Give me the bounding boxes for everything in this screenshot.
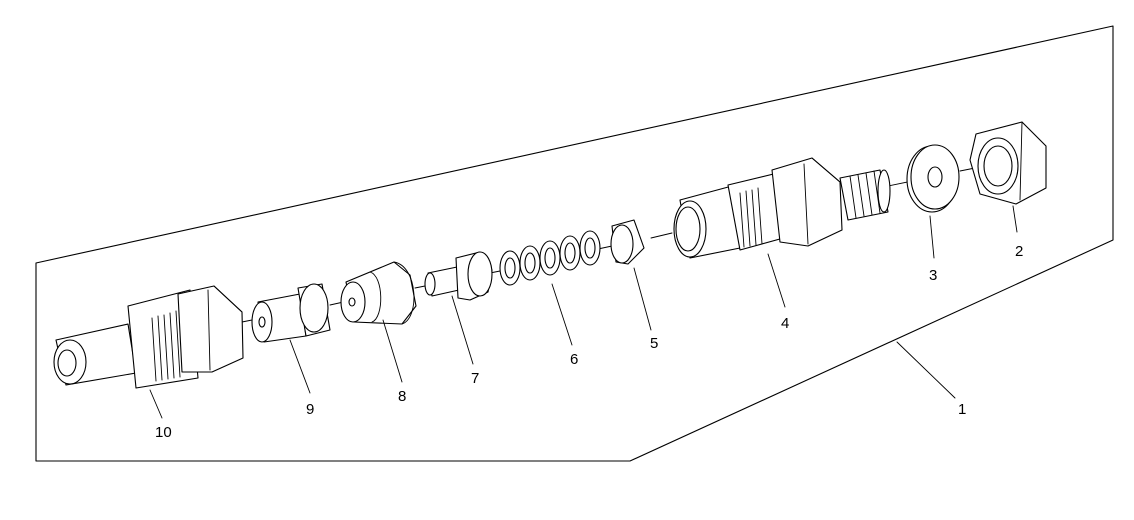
leader-4 [767,253,786,308]
part-7-plunger [424,251,493,301]
callout-2: 2 [1015,243,1023,260]
part-8-cone-seat [340,261,417,325]
callout-5: 5 [650,335,658,352]
part-9-spacer [251,283,331,343]
callout-8: 8 [398,388,406,405]
callout-7: 7 [471,370,479,387]
part-5-cap [610,219,645,265]
part-3-washer [906,144,960,213]
part-10-fitting-body [53,285,244,389]
leader-lines [149,205,1018,419]
leader-3 [929,215,935,259]
callout-4: 4 [781,315,789,332]
leader-8 [382,319,403,383]
callout-9: 9 [306,401,314,418]
leader-10 [149,389,163,419]
callout-1: 1 [958,401,966,418]
leader-7 [451,295,474,365]
callout-10: 10 [155,424,172,441]
callout-3: 3 [929,267,937,284]
part-6-spring [499,230,601,286]
part-4-fitting-body [673,157,891,259]
callout-6: 6 [570,351,578,368]
part-2-hex-nut [969,121,1047,205]
leader-6 [551,283,573,346]
callout-labels: 1 2 3 4 5 6 7 8 9 10 [155,243,1023,441]
leader-5 [633,267,652,331]
leader-9 [289,339,311,394]
leader-2 [1012,205,1018,233]
panel-outline [35,25,1114,462]
leader-1 [896,341,956,399]
